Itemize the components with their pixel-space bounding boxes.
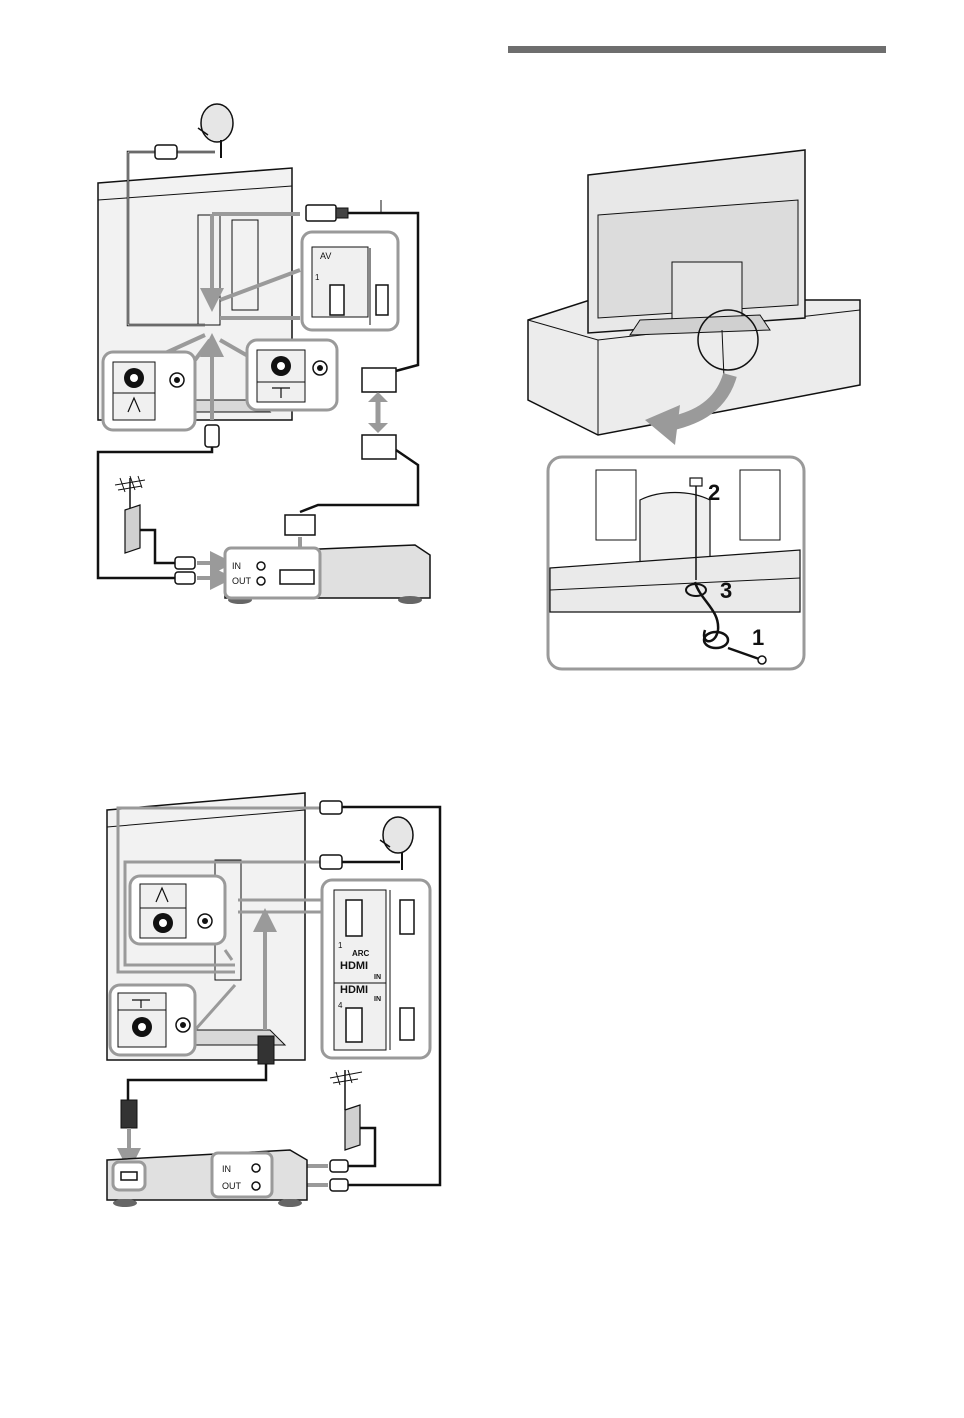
diagram-scart-connection: AV 1 [98,104,430,604]
scart-port-icon [330,285,344,315]
step-1-label: 1 [752,625,764,650]
arc-label: ARC [352,949,370,958]
receiver-in-label: IN [222,1164,231,1174]
hdmi-plug-icon [258,1036,274,1064]
hdmi-logo-1: HDMI [340,960,368,972]
hdmi-in-label-1: IN [374,974,381,981]
step-2-label: 2 [708,480,720,505]
av-port-number: 1 [315,273,320,282]
recorder-in-label: IN [232,561,241,571]
step-3-label: 3 [720,578,732,603]
receiver-out-label: OUT [222,1181,242,1191]
receiver-ports-callout [212,1153,272,1197]
receiver-hdmi-port-icon [121,1172,137,1180]
recorder-scart-port-icon [280,570,314,584]
satellite-dish-icon [198,104,233,158]
hdmi-port-4-icon [346,1008,362,1042]
diagram-hdmi-connection: 1 ARC HDMI IN HDMI IN 4 [107,793,440,1207]
hdmi1-number: 1 [338,941,343,950]
av-label: AV [320,251,331,261]
satellite-connector-icon [155,145,177,159]
diagram-tv-stand-securing: 2 3 1 [528,150,860,669]
coax-plug-icon [205,425,219,447]
aerial-antenna-icon-2 [330,1070,362,1110]
hdmi4-number: 4 [338,1001,343,1010]
recorder-out-label: OUT [232,576,252,586]
hdmi-in-label-2: IN [374,996,381,1003]
hdmi-logo-2: HDMI [340,984,368,996]
scart-connector-icon [362,368,396,392]
scart-plug-icon [306,205,336,221]
hdmi-port-1-icon [346,900,362,936]
